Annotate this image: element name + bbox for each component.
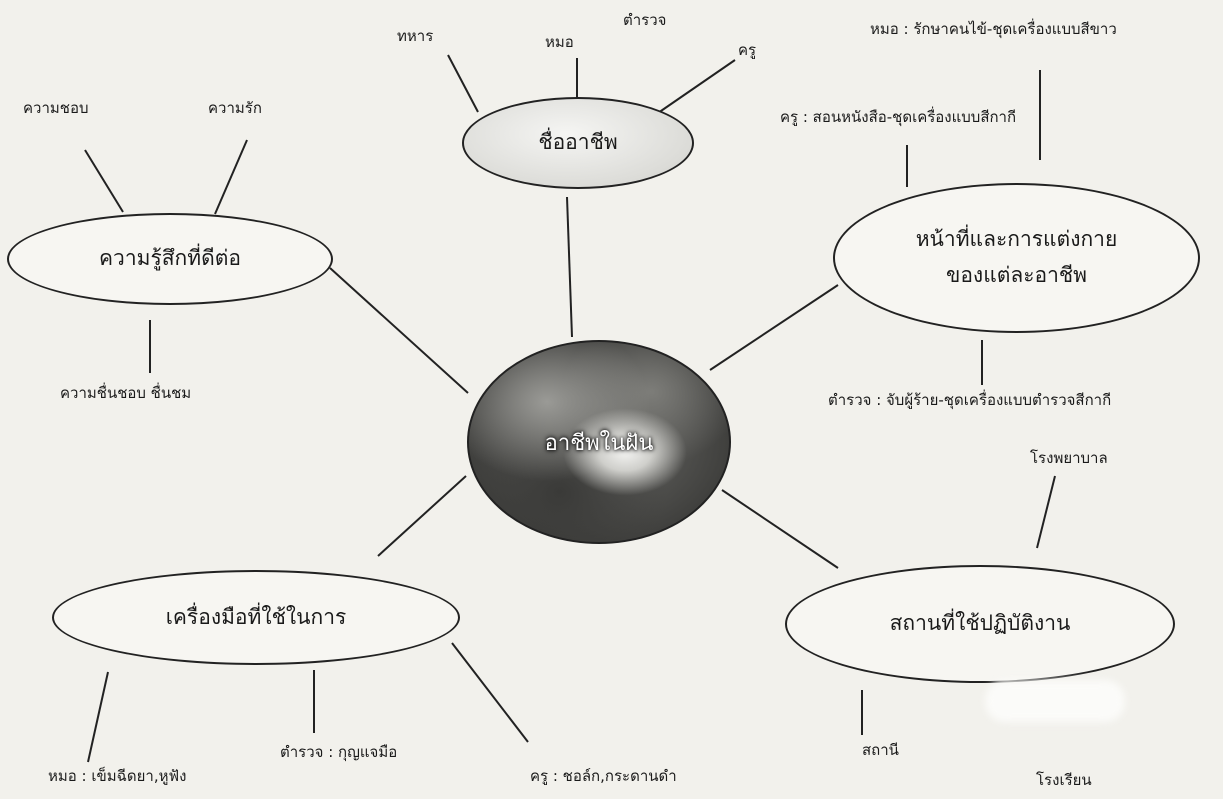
line-career-teacher <box>658 60 735 113</box>
label-duty-police: ตำรวจ : จับผู้ร้าย-ชุดเครื่องแบบตำรวจสีก… <box>828 388 1111 412</box>
line-feeling-like <box>85 150 123 212</box>
line-center-feeling <box>330 268 468 393</box>
smudge-mark <box>985 680 1125 722</box>
label-doctor: หมอ <box>545 30 574 54</box>
workplace-label: สถานที่ใช้ปฏิบัติงาน <box>890 606 1071 642</box>
label-school: โรงเรียน <box>1036 768 1092 792</box>
tools-node: เครื่องมือที่ใช้ในการ <box>52 570 460 665</box>
label-tool-police: ตำรวจ : กุญแจมือ <box>280 740 397 764</box>
label-teacher: ครู <box>738 38 756 62</box>
line-tools-teacher <box>452 643 528 742</box>
label-duty-teacher: ครู : สอนหนังสือ-ชุดเครื่องแบบสีกากี <box>780 105 1016 129</box>
center-label: อาชีพในฝัน <box>545 425 654 460</box>
line-workplace-hospital <box>1037 476 1055 548</box>
career-name-label: ชื่ออาชีพ <box>538 125 617 161</box>
career-name-node: ชื่ออาชีพ <box>462 97 694 189</box>
label-duty-doctor: หมอ : รักษาคนไข้-ชุดเครื่องแบบสีขาว <box>870 17 1117 41</box>
line-career-soldier <box>448 55 478 112</box>
label-like: ความชอบ <box>23 96 88 120</box>
line-center-tools <box>378 476 466 556</box>
label-station: สถานี <box>862 738 899 762</box>
line-center-workplace <box>722 490 838 568</box>
label-love: ความรัก <box>208 96 262 120</box>
line-tools-doctor <box>88 672 108 762</box>
line-center-duty <box>710 285 838 370</box>
label-tool-teacher: ครู : ชอล์ก,กระดานดำ <box>530 764 677 788</box>
label-hospital: โรงพยาบาล <box>1030 446 1108 470</box>
line-feeling-love <box>215 140 247 214</box>
tools-label: เครื่องมือที่ใช้ในการ <box>166 600 347 636</box>
duty-dress-label-line1: หน้าที่และการแต่งกาย <box>916 222 1118 258</box>
label-tool-doctor: หมอ : เข็มฉีดยา,หูฟัง <box>48 764 186 788</box>
duty-dress-label-line2: ของแต่ละอาชีพ <box>946 258 1087 294</box>
feeling-node: ความรู้สึกที่ดีต่อ <box>7 213 333 305</box>
center-node: อาชีพในฝัน <box>467 340 731 544</box>
label-admire: ความชื่นชอบ ชื่นชม <box>60 381 191 405</box>
label-soldier: ทหาร <box>397 24 433 48</box>
duty-dress-node: หน้าที่และการแต่งกาย ของแต่ละอาชีพ <box>833 183 1200 333</box>
feeling-label: ความรู้สึกที่ดีต่อ <box>99 241 241 277</box>
workplace-node: สถานที่ใช้ปฏิบัติงาน <box>785 565 1175 683</box>
label-police: ตำรวจ <box>623 8 666 32</box>
line-center-career <box>567 197 572 337</box>
